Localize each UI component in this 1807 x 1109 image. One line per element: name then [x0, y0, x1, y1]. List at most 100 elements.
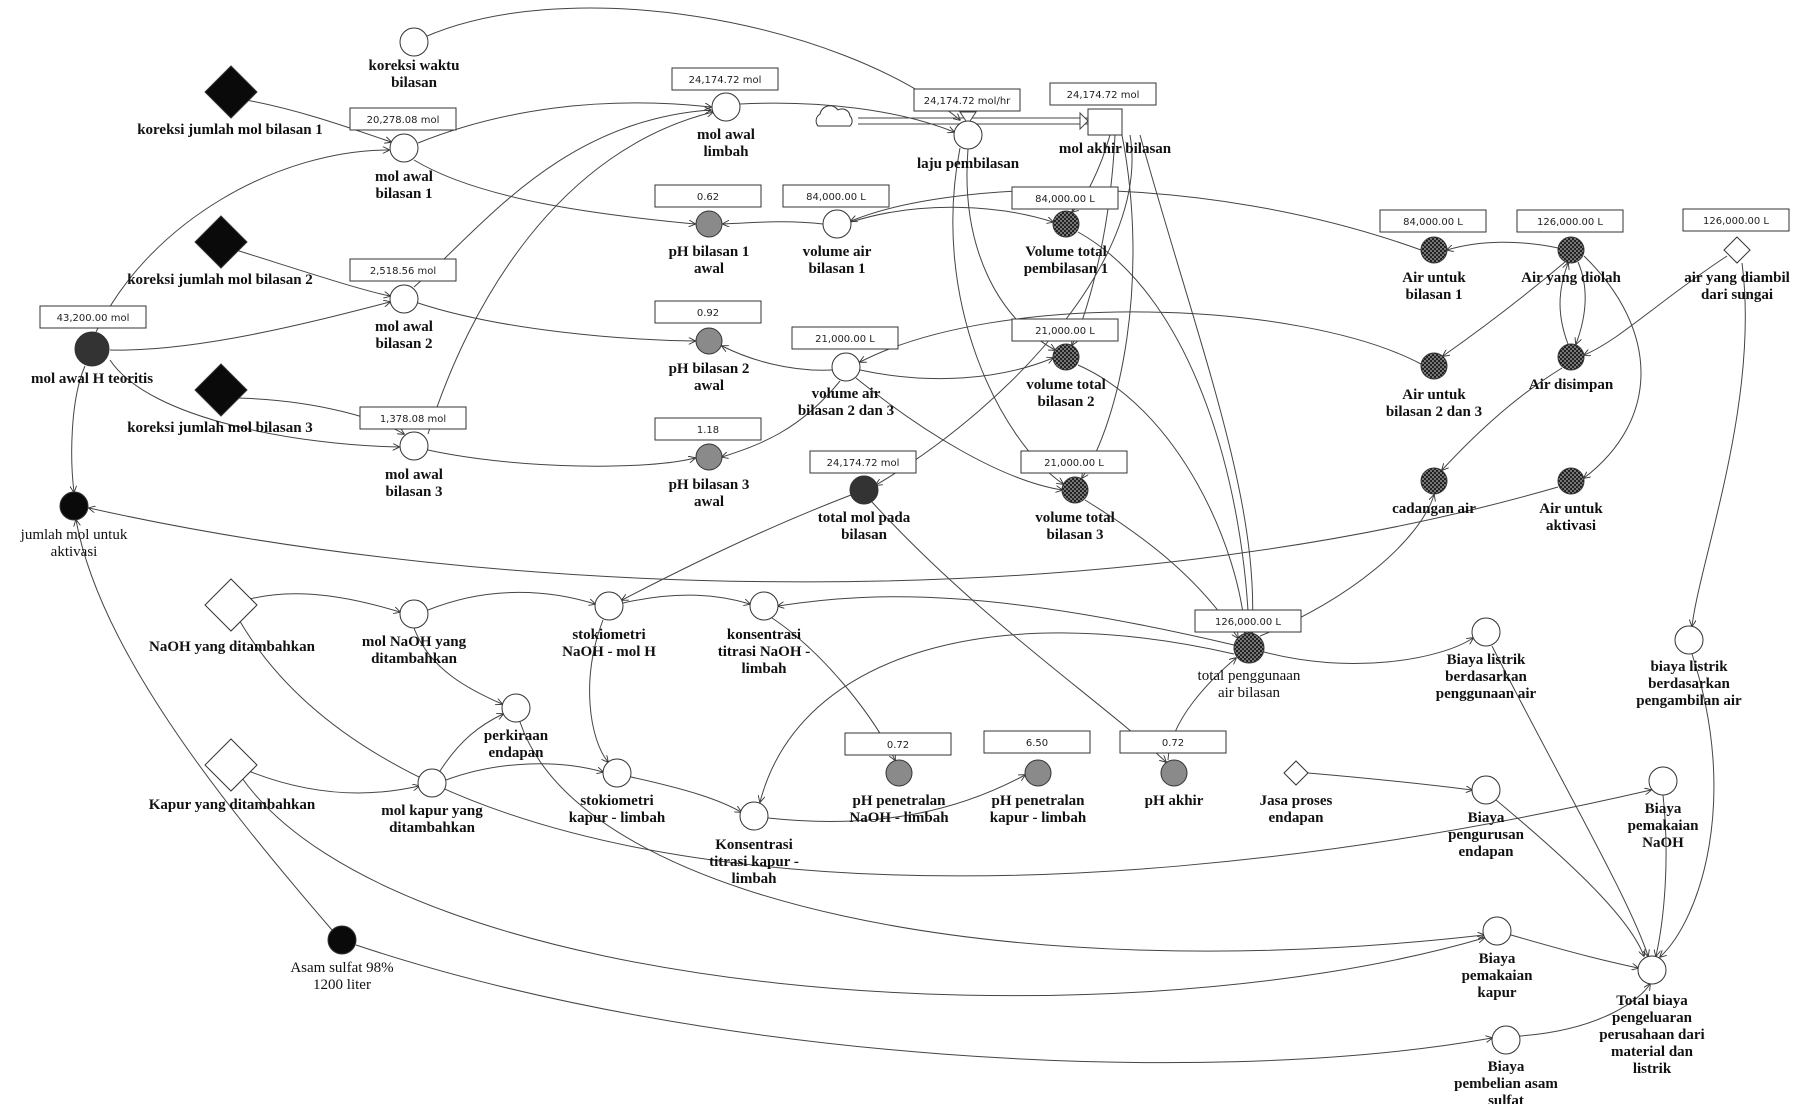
label-koreksi3: koreksi jumlah mol bilasan 3 — [127, 420, 313, 436]
label-line: total mol pada — [818, 510, 911, 526]
label-line: jumlah mol untuk — [20, 527, 128, 543]
node-air_bilasan_23[interactable] — [1420, 352, 1448, 380]
label-line: biaya listrik — [1650, 659, 1728, 675]
node-air_bilasan_1[interactable] — [1420, 236, 1448, 264]
node-biaya_kapur[interactable] — [1482, 916, 1512, 946]
label-line: bilasan 2 — [375, 336, 432, 352]
node-vol_total_2[interactable] — [1052, 343, 1080, 371]
node-kons_naoh[interactable] — [749, 591, 779, 621]
link-asam_sulfat-to-biaya_asam — [355, 944, 1492, 1064]
label-line: Air untuk — [1539, 501, 1603, 517]
node-vol_air_1[interactable] — [822, 209, 852, 239]
value-box-vol_total_3 — [1020, 450, 1128, 474]
link-mol_awal_3-to-ph3 — [427, 449, 695, 467]
label-line: volume air — [803, 244, 872, 260]
node-biaya_naoh[interactable] — [1648, 766, 1678, 796]
node-cadangan_air[interactable] — [1420, 467, 1448, 495]
label-line: konsentrasi — [727, 627, 801, 643]
link-perkiraan_endapan-to-biaya_kapur — [519, 721, 1484, 952]
label-line: bilasan — [391, 75, 438, 91]
node-ph1[interactable] — [695, 210, 723, 238]
node-ph_naoh[interactable] — [885, 759, 913, 787]
link-koreksi_waktu-to-laju_pembilasan — [413, 7, 960, 120]
node-mol_awal_2[interactable] — [389, 284, 419, 314]
node-koreksi2[interactable] — [194, 215, 248, 269]
node-jumlah_mol_aktivasi[interactable] — [59, 491, 89, 521]
node-perkiraan_endapan[interactable] — [501, 693, 531, 723]
node-ph3[interactable] — [695, 443, 723, 471]
node-mol_naoh[interactable] — [399, 599, 429, 629]
value-box-ph2 — [654, 300, 762, 324]
node-mol_awal_limbah[interactable] — [711, 92, 741, 122]
label-line: Air untuk — [1402, 387, 1466, 403]
label-line: Biaya — [1468, 810, 1505, 826]
value-box-vol_air_1 — [782, 184, 890, 208]
node-biaya_asam[interactable] — [1491, 1025, 1521, 1055]
node-air_aktivasi[interactable] — [1557, 467, 1585, 495]
label-line: NaOH yang ditambahkan — [149, 639, 316, 655]
value-mol_awal_H: 43,200.00 mol — [57, 313, 130, 324]
node-vol_total_1[interactable] — [1052, 210, 1080, 238]
node-ph_kapur[interactable] — [1024, 759, 1052, 787]
node-laju_pembilasan[interactable] — [953, 120, 983, 150]
label-line: Biaya — [1488, 1059, 1525, 1075]
label-line: volume total — [1026, 377, 1106, 393]
node-air_diolah[interactable] — [1557, 236, 1585, 264]
node-ph_akhir[interactable] — [1160, 759, 1188, 787]
label-line: limbah — [703, 144, 749, 160]
label-line: listrik — [1633, 1061, 1672, 1077]
label-line: bilasan 2 dan 3 — [1386, 404, 1482, 420]
node-air_disimpan[interactable] — [1557, 343, 1585, 371]
node-stok_kapur[interactable] — [602, 758, 632, 788]
node-koreksi1[interactable] — [204, 65, 258, 119]
label-line: bilasan 2 dan 3 — [798, 403, 894, 419]
node-jasa_endapan[interactable] — [1283, 760, 1309, 786]
link-stok_naoh-to-kons_naoh — [622, 594, 750, 604]
node-asam_sulfat[interactable] — [327, 925, 357, 955]
node-naoh_ditambahkan[interactable] — [204, 578, 258, 632]
node-kapur_ditambahkan[interactable] — [204, 738, 258, 792]
node-mol_awal_3[interactable] — [399, 431, 429, 461]
label-line: air bilasan — [1218, 685, 1281, 701]
node-koreksi3[interactable] — [194, 363, 248, 417]
label-line: dari sungai — [1701, 287, 1773, 303]
node-mol_akhir[interactable] — [1087, 108, 1123, 136]
node-stok_naoh[interactable] — [594, 591, 624, 621]
node-koreksi_waktu[interactable] — [399, 27, 429, 57]
node-vol_air_23[interactable] — [831, 352, 861, 382]
node-mol_awal_1[interactable] — [389, 133, 419, 163]
node-mol_kapur[interactable] — [417, 768, 447, 798]
value-air_bilasan_1: 84,000.00 L — [1403, 217, 1463, 228]
node-kons_kapur[interactable] — [739, 801, 769, 831]
node-mol_awal_H[interactable] — [74, 331, 110, 367]
node-ph2[interactable] — [695, 327, 723, 355]
link-kapur_ditambahkan-to-mol_kapur — [245, 769, 419, 794]
node-vol_total_3[interactable] — [1061, 476, 1089, 504]
value-air_sungai: 126,000.00 L — [1703, 216, 1769, 227]
value-box-mol_awal_1 — [349, 107, 457, 131]
link-mol_naoh-to-stok_naoh — [427, 591, 595, 611]
node-biaya_listrik_ambil[interactable] — [1674, 625, 1704, 655]
node-total_mol[interactable] — [849, 475, 879, 505]
node-biaya_listrik_air[interactable] — [1471, 617, 1501, 647]
label-line: pH penetralan — [853, 793, 947, 809]
label-line: koreksi jumlah mol bilasan 1 — [137, 122, 323, 138]
label-line: pH akhir — [1145, 793, 1204, 809]
node-air_sungai[interactable] — [1723, 236, 1751, 264]
valve-icon — [959, 111, 977, 125]
label-line: cadangan air — [1392, 501, 1476, 517]
label-line: awal — [694, 261, 724, 277]
label-line: endapan — [1458, 844, 1514, 860]
node-total_biaya[interactable] — [1637, 955, 1667, 985]
node-total_penggunaan[interactable] — [1233, 632, 1265, 664]
node-biaya_endapan[interactable] — [1471, 775, 1501, 805]
label-asam_sulfat: Asam sulfat 98%1200 liter — [290, 960, 393, 993]
